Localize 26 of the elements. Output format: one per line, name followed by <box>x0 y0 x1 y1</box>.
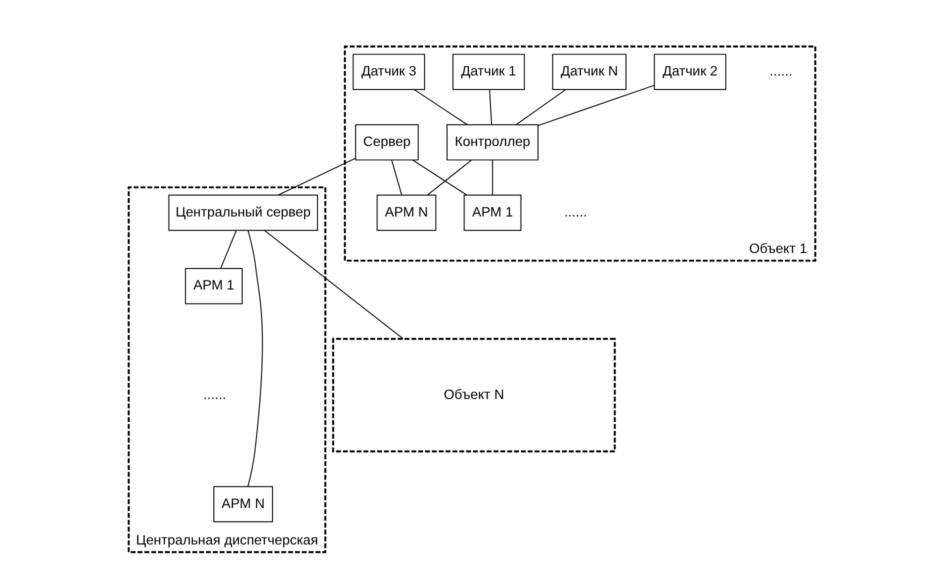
node-box: АРМ N <box>212 486 272 522</box>
connector <box>515 89 566 126</box>
node-box: АРМ 1 <box>184 268 242 304</box>
node-box: Контроллер <box>446 124 538 160</box>
node-box: Объект N <box>332 338 616 452</box>
node-box: Сервер <box>354 124 418 160</box>
node-box: Датчик 3 <box>352 54 425 90</box>
connector <box>412 160 467 196</box>
node-box: Датчик 2 <box>653 54 726 90</box>
connector <box>413 89 468 126</box>
connector <box>390 160 402 196</box>
node-box: Датчик N <box>552 54 626 90</box>
node-box: Датчик 1 <box>452 54 524 90</box>
label: ...... <box>564 204 587 220</box>
connector <box>220 230 236 269</box>
label: ...... <box>202 386 226 402</box>
node-box: Центральный сервер <box>168 194 318 231</box>
connector <box>492 160 493 196</box>
node-box: АРМ 1 <box>463 194 521 231</box>
connector <box>537 84 654 126</box>
connector <box>263 230 404 340</box>
connector <box>246 230 262 488</box>
connector <box>426 160 472 196</box>
label: ...... <box>769 64 792 79</box>
node-box: АРМ N <box>376 194 436 231</box>
connector <box>488 89 492 126</box>
